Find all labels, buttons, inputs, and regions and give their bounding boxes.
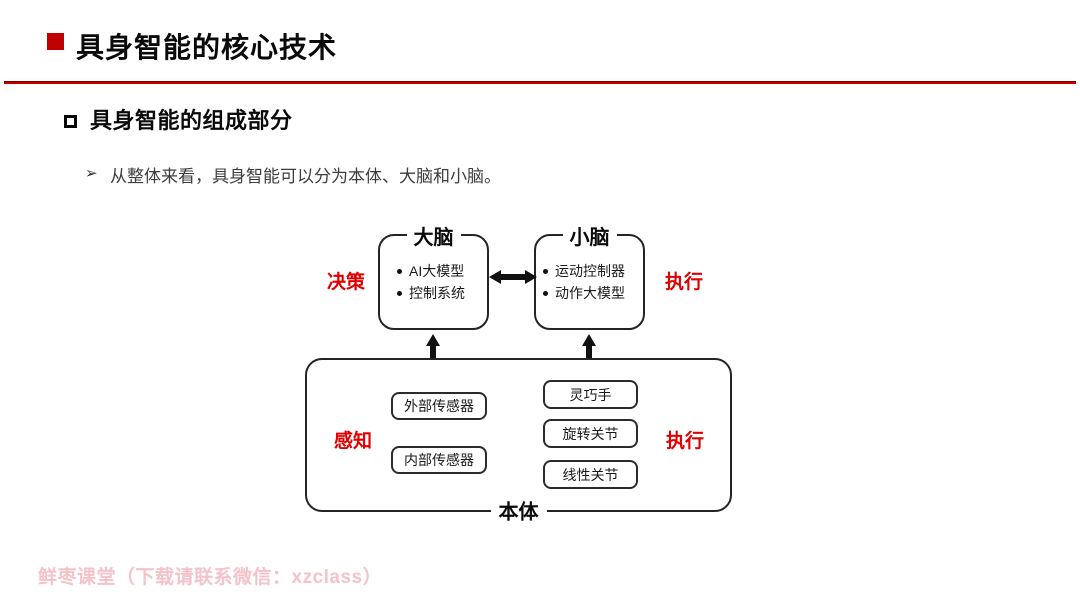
watermark-text: 鲜枣课堂（下载请联系微信：xzclass） — [38, 567, 383, 588]
brain-box-label: 大脑 — [406, 220, 461, 250]
cerebellum-box: 小脑 运动控制器 动作大模型 — [534, 220, 645, 330]
brain-box: 大脑 AI大模型 控制系统 — [378, 220, 489, 330]
bidirectional-horizontal-arrow-icon — [489, 270, 537, 284]
brain-item-label: 控制系统 — [409, 285, 465, 301]
list-item: 运动控制器 — [543, 262, 643, 280]
cerebellum-item-label: 运动控制器 — [555, 263, 625, 279]
bullet-dot-icon — [397, 268, 402, 274]
cerebellum-item-label: 动作大模型 — [555, 285, 625, 301]
dexterous-hand-box: 灵巧手 — [543, 380, 638, 409]
bullet-text: 从整体来看，具身智能可以分为本体、大脑和小脑。 — [110, 167, 501, 186]
section-heading: 具身智能的组成部分 — [90, 108, 293, 133]
section-bullet-square-icon — [64, 115, 77, 128]
list-item: 控制系统 — [397, 284, 487, 302]
execution-bottom-label: 执行 — [666, 431, 705, 452]
external-sensor-box: 外部传感器 — [391, 392, 487, 420]
linear-joint-box: 线性关节 — [543, 460, 638, 489]
bullet-dot-icon — [543, 268, 548, 274]
title-underline — [4, 81, 1076, 84]
brain-item-label: AI大模型 — [409, 263, 465, 279]
execution-top-label: 执行 — [665, 272, 704, 293]
cerebellum-box-items: 运动控制器 动作大模型 — [536, 236, 643, 328]
arrow-bullet-icon: ➢ — [85, 165, 98, 182]
bullet-dot-icon — [543, 290, 548, 296]
cerebellum-box-label: 小脑 — [562, 220, 617, 250]
brain-box-items: AI大模型 控制系统 — [380, 236, 487, 328]
body-box: 本体 — [305, 358, 732, 525]
list-item: 动作大模型 — [543, 284, 643, 302]
title-bullet-square-icon — [47, 33, 64, 50]
internal-sensor-box: 内部传感器 — [391, 446, 487, 474]
rotary-joint-box: 旋转关节 — [543, 419, 638, 448]
body-box-label: 本体 — [490, 495, 547, 525]
list-item: AI大模型 — [397, 262, 487, 280]
perception-label: 感知 — [334, 431, 373, 452]
page-title: 具身智能的核心技术 — [76, 32, 338, 63]
bullet-dot-icon — [397, 290, 402, 296]
decision-label: 决策 — [327, 272, 366, 293]
